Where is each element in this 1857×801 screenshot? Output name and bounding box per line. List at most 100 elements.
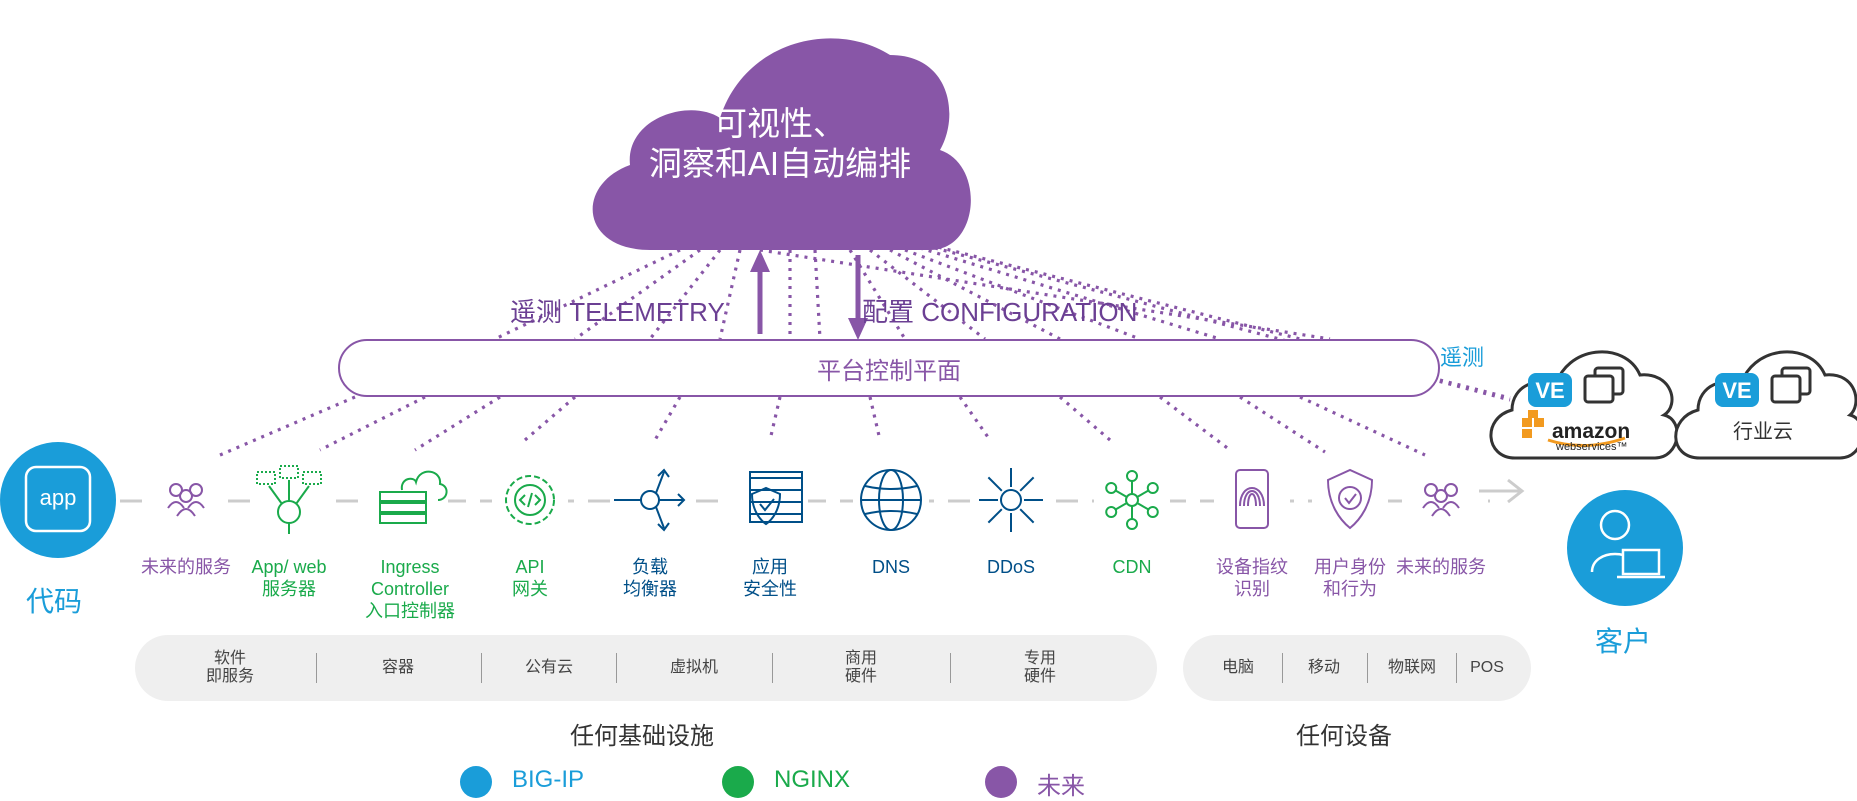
legend-label: 未来	[1037, 773, 1085, 800]
segment-label: 专用硬件	[980, 650, 1100, 686]
service-label: 负载均衡器	[585, 556, 715, 600]
segment-divider	[950, 653, 951, 683]
fingerprint-phone-icon	[1214, 462, 1290, 538]
service-label-line: 设备指纹	[1216, 557, 1288, 577]
segment-divider	[1282, 653, 1283, 683]
service-label-line: 用户身份	[1314, 557, 1386, 577]
infrastructure-label: 任何基础设施	[570, 723, 714, 750]
service-label-line: Controller	[370, 579, 450, 599]
service-label-line: CDN	[1112, 557, 1152, 577]
aws-cubes-icon	[1522, 410, 1544, 438]
service-label-line: 识别	[1234, 579, 1270, 599]
device-bar	[1183, 635, 1531, 701]
service-label: DDoS	[946, 556, 1076, 578]
service-label-line: 负载	[632, 557, 668, 577]
industry-cloud	[1674, 350, 1857, 460]
telemetry-dotted-lines-bottom	[219, 395, 1426, 457]
telemetry-dotted-lines-top	[494, 243, 1331, 341]
segment-label-line: 商用	[844, 650, 877, 667]
service-label-line: DDoS	[986, 557, 1035, 577]
legend-dot	[722, 766, 754, 798]
telemetry-label: 遥测 TELEMETRY	[510, 297, 725, 327]
firewall-shield-icon	[732, 462, 808, 538]
app-icon-text: app	[39, 485, 77, 510]
people-icon	[148, 462, 224, 538]
device-label: 任何设备	[1296, 723, 1392, 750]
segment-label: 公有云	[489, 659, 609, 677]
flow-arrow-icon	[1475, 478, 1525, 504]
segment-label-line: 公有云	[524, 659, 573, 676]
configuration-label: 配置 CONFIGURATION	[862, 297, 1138, 327]
service-label-line: 和行为	[1323, 579, 1377, 599]
segment-label-line: 移动	[1307, 659, 1340, 676]
gear-code-icon	[492, 462, 568, 538]
segment-label-line: POS	[1470, 659, 1504, 676]
segment-label: 虚拟机	[634, 659, 754, 677]
ingress-icon	[372, 462, 448, 538]
segment-label: 商用硬件	[801, 650, 921, 686]
service-label: 未来的服务	[1376, 556, 1506, 578]
people-icon	[1403, 462, 1479, 538]
network-hub-icon	[1094, 462, 1170, 538]
configuration-arrow	[848, 255, 868, 340]
app-node	[0, 442, 116, 558]
segment-label: 移动	[1264, 659, 1384, 677]
aws-ve-badge: VE	[1535, 378, 1565, 403]
service-label-line: 入口控制器	[365, 601, 455, 621]
service-label-line: 未来的服务	[1396, 557, 1486, 577]
segment-divider	[481, 653, 482, 683]
control-plane: 平台控制平面	[338, 339, 1440, 397]
service-label: 用户身份和行为	[1285, 556, 1415, 600]
service-label-line: API	[515, 557, 545, 577]
segment-divider	[1367, 653, 1368, 683]
segment-label-line: 即服务	[205, 668, 254, 685]
edge-telemetry-label: 遥测	[1440, 345, 1485, 370]
segment-divider	[316, 653, 317, 683]
segment-label-line: 容器	[381, 659, 414, 676]
service-label-line: 应用	[752, 557, 788, 577]
aws-subcaption: webservices™	[1556, 441, 1628, 453]
legend-dot	[460, 766, 492, 798]
legend-label: BIG-IP	[512, 766, 585, 793]
segment-divider	[1456, 653, 1457, 683]
service-label-line: 未来的服务	[141, 557, 231, 577]
segment-label-line: 软件	[213, 650, 246, 667]
service-label: CDN	[1067, 556, 1197, 578]
aws-caption: amazon	[1552, 420, 1631, 443]
service-label: DNS	[826, 556, 956, 578]
legend-dot	[985, 766, 1017, 798]
service-icons	[148, 462, 1479, 538]
segment-label-line: 硬件	[844, 668, 877, 685]
ddos-icon	[973, 462, 1049, 538]
service-label-line: Ingress	[380, 557, 440, 577]
segment-label-line: 硬件	[1023, 668, 1056, 685]
app-node-label: 代码	[26, 586, 83, 617]
segment-label: 容器	[338, 659, 458, 677]
segment-label-line: 物联网	[1387, 659, 1436, 676]
service-label-line: 服务器	[262, 579, 316, 599]
service-label-line: 安全性	[743, 579, 797, 599]
globe-icon	[853, 462, 929, 538]
cloud-title-line2: 洞察和AI自动编排	[648, 145, 912, 182]
segment-label: POS	[1427, 659, 1547, 677]
orchestration-cloud	[592, 38, 971, 250]
cloud-title: 可视性、 洞察和AI自动编排	[560, 104, 1000, 184]
service-label-line: 均衡器	[623, 579, 677, 599]
infrastructure-bar	[135, 635, 1157, 701]
segment-label-line: 电脑	[1221, 659, 1254, 676]
service-label: 应用安全性	[705, 556, 835, 600]
industry-cloud-caption: 行业云	[1733, 421, 1793, 443]
segment-divider	[616, 653, 617, 683]
legend-label: NGINX	[774, 766, 851, 793]
segment-label-line: 专用	[1023, 650, 1056, 667]
service-label-line: App/ web	[251, 557, 327, 577]
segment-label: 电脑	[1178, 659, 1298, 677]
segment-label-line: 虚拟机	[669, 659, 718, 676]
service-label: 设备指纹识别	[1187, 556, 1317, 600]
cloud-title-line1: 可视性、	[714, 105, 846, 142]
segment-label: 软件即服务	[170, 650, 290, 686]
service-label-line: DNS	[871, 557, 910, 577]
